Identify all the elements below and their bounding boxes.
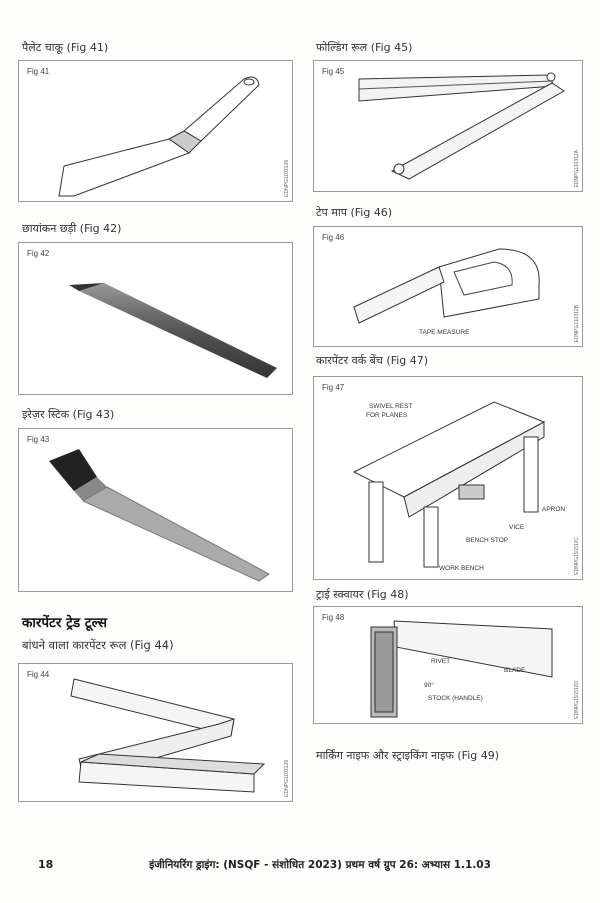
work-bench-drawing: SWIVEL REST FOR PLANES APRON VICE BENCH …: [352, 401, 565, 572]
fig47-caption: कारपेंटर वर्क बेंच (Fig 47): [316, 354, 429, 367]
angle-label: 90°: [424, 681, 434, 689]
eraser-stick-drawing: [49, 449, 270, 582]
bench-stop-label: BENCH STOP: [466, 537, 508, 544]
fig44-carpenter-rule: Fig 44 EDNPG1103129: [18, 663, 293, 802]
apron-label: APRON: [542, 506, 565, 513]
fig-label: Fig 44: [27, 670, 50, 679]
fig-label: Fig 43: [27, 435, 50, 444]
tape-measure-label: TAPE MEASURE: [419, 329, 470, 336]
fig48-caption: ट्राई स्क्वायर (Fig 48): [316, 588, 409, 601]
fig45-folding-rule: Fig 45 EDNPG110312A: [313, 60, 583, 192]
fig42-caption: छायांकन छड़ी (Fig 42): [22, 222, 122, 235]
swivel-rest-label: SWIVEL REST: [369, 403, 412, 410]
vice-label: VICE: [509, 524, 525, 531]
fig43-eraser-stick: Fig 43: [18, 428, 293, 592]
fig44-caption: बांधने वाला कारपेंटर रूल (Fig 44): [22, 638, 174, 652]
section-heading: कारपेंटर ट्रेड टूल्स: [22, 615, 107, 631]
fig41-palette-knife: Fig 41 EDNPG1103128: [18, 60, 293, 202]
fig49-caption: मार्किंग नाइफ और स्ट्राइकिंग नाइफ (Fig 4…: [316, 749, 500, 762]
fig43-caption: इरेज़र स्टिक (Fig 43): [22, 408, 115, 421]
fig-label: Fig 46: [322, 233, 345, 242]
fig-label: Fig 48: [322, 613, 345, 622]
fig41-caption: पैलेट चाकू (Fig 41): [22, 41, 109, 54]
fig-label: Fig 47: [322, 383, 345, 392]
rivet-label: RIVET: [431, 658, 450, 665]
page-number: 18: [38, 858, 54, 871]
fig42-shading-stump: Fig 42: [18, 242, 293, 395]
fig-label: Fig 41: [27, 67, 50, 76]
blade-label: BLADE: [504, 667, 526, 674]
fig45-caption: फोल्डिंग रूल (Fig 45): [316, 41, 413, 54]
fig-label: Fig 42: [27, 249, 50, 258]
work-bench-label: WORK BENCH: [439, 565, 484, 572]
fig46-tape-measure: Fig 46 EDNPG110312B TAPE MEASURE: [313, 226, 583, 347]
stump-drawing: [69, 283, 277, 378]
stock-label: STOCK (HANDLE): [428, 695, 483, 702]
fig-label: Fig 45: [322, 67, 345, 76]
fig47-work-bench: Fig 47 EDNPG110312C SWIVEL REST FOR PLAN…: [313, 376, 583, 580]
palette-knife-drawing: [58, 76, 260, 197]
folding-rule-drawing: [70, 678, 266, 793]
tape-measure-drawing: TAPE MEASURE: [353, 248, 540, 336]
fig46-caption: टेप माप (Fig 46): [316, 206, 393, 219]
try-square-drawing: RIVET BLADE 90° STOCK (HANDLE): [370, 620, 553, 718]
fig48-try-square: Fig 48 EDNPG110312D RIVET BLADE 90° STOC…: [313, 606, 583, 724]
folding-rule-drawing: [358, 72, 565, 180]
for-planes-label: FOR PLANES: [366, 412, 408, 419]
footer-title: इंजीनियरिंग ड्राइंग: (NSQF - संशोधित 202…: [149, 859, 491, 871]
